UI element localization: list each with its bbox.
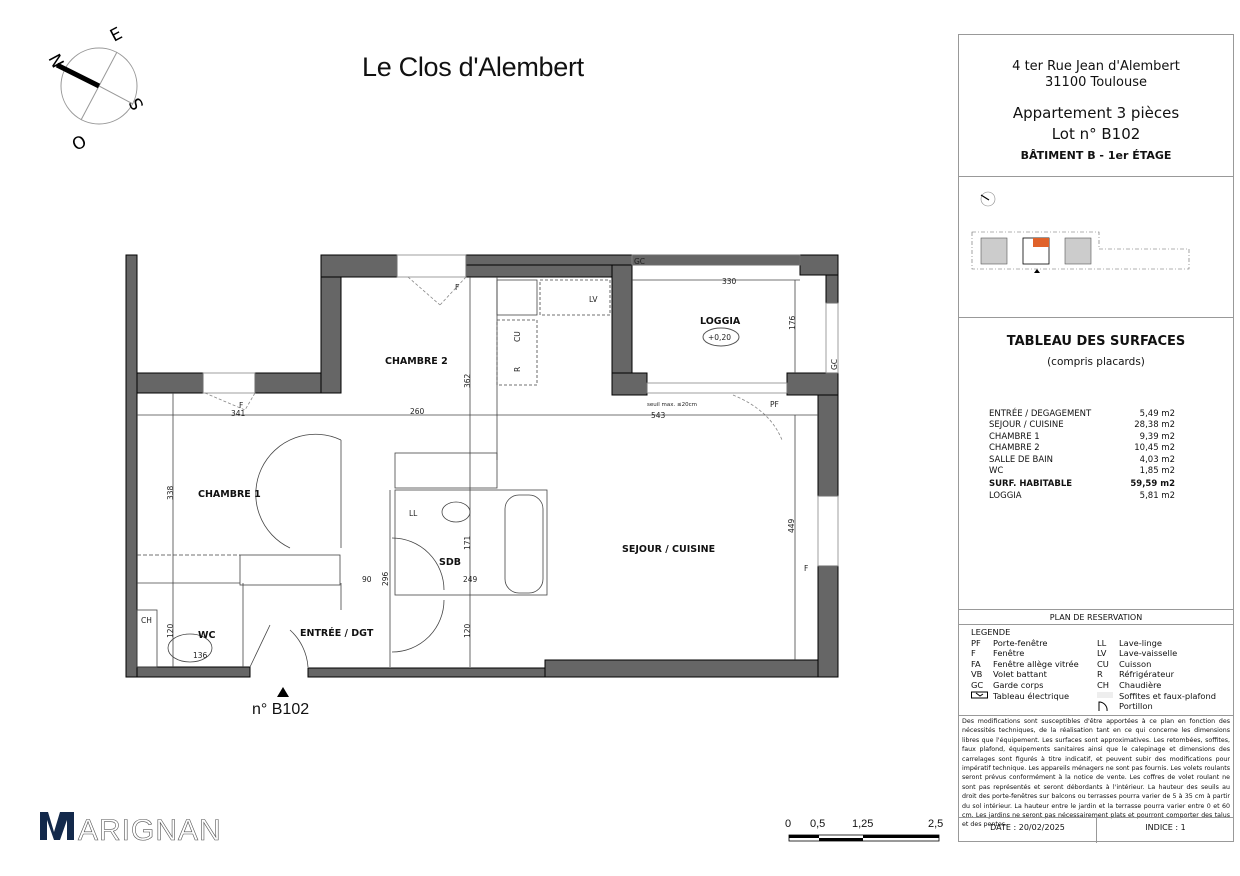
scale-tick: 1,25 — [852, 818, 874, 830]
building-floor: BÂTIMENT B - 1er ÉTAGE — [1020, 149, 1172, 162]
indice: INDICE : 1 — [1145, 823, 1186, 832]
svg-text:543: 543 — [651, 411, 666, 420]
info-panel: 4 ter Rue Jean d'Alembert 31100 Toulouse… — [958, 34, 1234, 843]
code-pf: PF — [770, 400, 779, 409]
svg-text:330: 330 — [722, 277, 737, 286]
svg-text:362: 362 — [463, 373, 472, 388]
address: 4 ter Rue Jean d'Alembert 31100 Toulouse — [959, 59, 1233, 91]
scale-tick: 2,5 — [928, 818, 944, 830]
apartment-info: Appartement 3 pièces Lot n° B102 — [959, 103, 1233, 145]
scale-tick: 0 — [785, 818, 792, 830]
scale-tick: 0,5 — [810, 818, 826, 830]
room-entree: ENTRÉE / DGT — [300, 627, 374, 639]
dimensions: 341 260 543 330 176 362 338 449 171 296 … — [166, 277, 797, 660]
lot-label: n° B102 — [252, 701, 310, 718]
entrance-arrow-icon — [277, 687, 289, 697]
svg-text:120: 120 — [463, 623, 472, 638]
address-line-1: 4 ter Rue Jean d'Alembert — [1012, 59, 1180, 74]
disclaimer: Des modifications sont susceptibles d'êt… — [962, 718, 1230, 829]
code-r: R — [513, 367, 522, 372]
code-f: F — [804, 564, 808, 573]
svg-text:ARIGNAN: ARIGNAN — [78, 814, 222, 844]
legend-row: Portillon — [971, 701, 1231, 714]
gate-swing-icon — [1098, 701, 1108, 712]
code-ch: CH — [141, 616, 152, 625]
svg-text:90: 90 — [362, 575, 372, 584]
room-chambre-2: CHAMBRE 2 — [385, 356, 448, 367]
address-line-2: 31100 Toulouse — [1045, 75, 1147, 90]
room-wc: WC — [198, 630, 215, 641]
code-f: F — [239, 401, 243, 410]
code-lv: LV — [589, 295, 598, 304]
loggia-level: +0,20 — [708, 333, 731, 342]
project-title: Le Clos d'Alembert — [362, 52, 584, 82]
room-sejour: SEJOUR / CUISINE — [622, 544, 715, 555]
compass-rose-icon: N E S O — [44, 24, 149, 150]
electrical-panel-icon — [971, 691, 988, 699]
code-gc: GC — [830, 359, 839, 370]
svg-text:338: 338 — [166, 485, 175, 500]
room-chambre-1: CHAMBRE 1 — [198, 489, 261, 500]
marignan-logo: ARIGNAN — [40, 812, 222, 844]
code-cu: CU — [513, 331, 522, 342]
svg-text:341: 341 — [231, 409, 246, 418]
room-loggia: LOGGIA — [700, 316, 741, 327]
svg-text:249: 249 — [463, 575, 478, 584]
svg-text:136: 136 — [193, 651, 208, 660]
loggia-level-marker — [702, 327, 740, 347]
apartment-type: Appartement 3 pièces — [1012, 104, 1180, 122]
walls — [125, 254, 839, 678]
svg-text:176: 176 — [788, 315, 797, 330]
surfaces-title: TABLEAU DES SURFACES — [1006, 334, 1186, 349]
svg-text:296: 296 — [381, 571, 390, 586]
legend-title: LEGENDE — [971, 627, 1011, 637]
svg-text:171: 171 — [463, 535, 472, 550]
surfaces-subtitle: (compris placards) — [1047, 356, 1145, 368]
reservation-plan-title: PLAN DE RESERVATION — [1049, 613, 1143, 622]
room-sdb: SDB — [439, 557, 461, 568]
site-plan — [971, 191, 1190, 273]
windows — [202, 254, 839, 567]
lot-number: Lot n° B102 — [1051, 125, 1141, 143]
partitions — [136, 277, 818, 668]
svg-text:449: 449 — [787, 518, 796, 533]
svg-text:260: 260 — [410, 407, 425, 416]
floor-plan: CHAMBRE 2 CHAMBRE 1 LOGGIA +0,20 SEJOUR … — [125, 254, 839, 697]
threshold-note: seuil max. ≤20cm — [647, 402, 697, 408]
svg-text:120: 120 — [166, 623, 175, 638]
code-gc: GC — [634, 257, 645, 266]
code-ll: LL — [409, 509, 418, 518]
soffit-hatch-icon — [1097, 691, 1113, 698]
code-f: F — [455, 283, 459, 292]
date: DATE : 20/02/2025 — [990, 823, 1065, 832]
